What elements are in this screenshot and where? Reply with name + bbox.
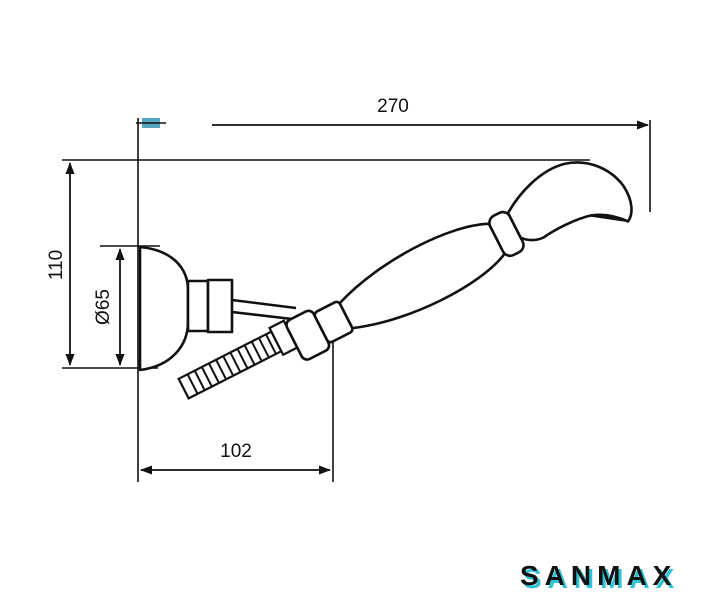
bracket-base bbox=[138, 245, 190, 372]
brand-logo-text: SANMAX bbox=[520, 560, 677, 591]
extension-lines bbox=[62, 118, 651, 482]
wall-plug-icon bbox=[136, 118, 166, 128]
brand-logo: SANMAX SANMAX bbox=[520, 560, 680, 594]
bracket-arm-bottom bbox=[231, 310, 293, 321]
brand-logo-shadow: SANMAX bbox=[523, 563, 680, 594]
wall-bracket bbox=[138, 245, 297, 372]
handle-grip bbox=[338, 222, 506, 330]
hand-shower bbox=[285, 161, 633, 361]
dim-110-label: 110 bbox=[46, 250, 67, 280]
shower-head bbox=[506, 161, 633, 242]
dim-102-label: 102 bbox=[220, 441, 252, 462]
bracket-arm-top bbox=[231, 298, 297, 310]
dimension-lines bbox=[65, 120, 649, 475]
bracket-neck bbox=[186, 279, 210, 333]
dim-270-label: 270 bbox=[377, 96, 409, 117]
bracket-collar bbox=[206, 278, 234, 334]
dim-65-label: Ø65 bbox=[93, 289, 114, 325]
hose-ribs bbox=[186, 333, 277, 395]
hose bbox=[177, 319, 299, 400]
shower-head-face bbox=[591, 214, 626, 222]
